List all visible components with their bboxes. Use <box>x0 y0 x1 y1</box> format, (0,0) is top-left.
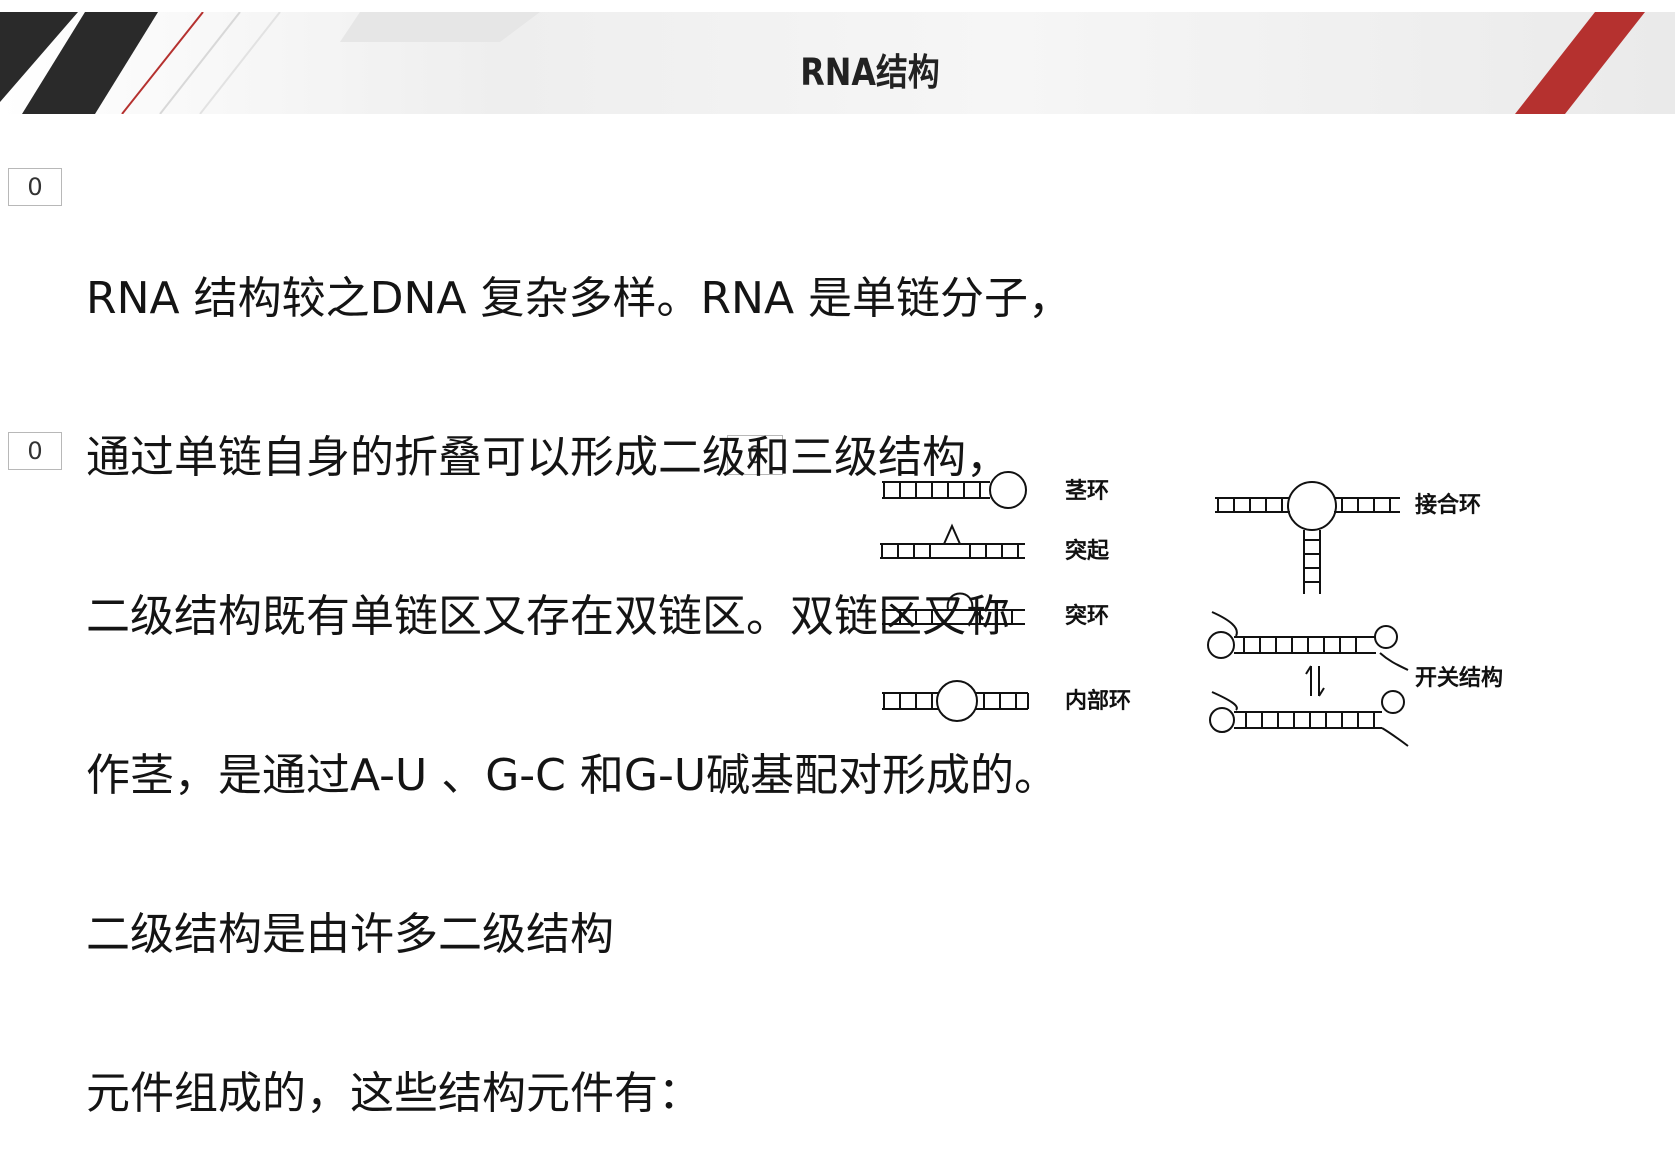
body-line: 二级结构既有单链区又存在双链区。双链区又称 <box>86 591 1010 642</box>
body-line: RNA 结构较之DNA 复杂多样。RNA 是单链分子， <box>86 273 1073 324</box>
slide-header: RNA结构 <box>0 12 1675 114</box>
internal-loop-shape <box>882 680 1029 722</box>
label-bulge-loop: 突环 <box>1065 603 1109 629</box>
marker-box[interactable]: 0 <box>8 432 62 470</box>
marker-box[interactable]: 0 <box>8 168 62 206</box>
body-line: 作茎，是通过A-U 、G-C 和G-U碱基配对形成的。 <box>86 750 1059 801</box>
label-bulge: 突起 <box>1065 538 1110 564</box>
label-stem-loop: 茎环 <box>1065 478 1109 504</box>
header-decoration <box>0 12 1645 114</box>
switch-structure-shape <box>1207 611 1409 747</box>
label-junction-loop: 接合环 <box>1415 492 1481 518</box>
marker-box[interactable]: 0 <box>727 435 783 475</box>
bulge-loop-shape <box>882 592 1025 625</box>
body-line: 元件组成的，这些结构元件有： <box>86 1068 702 1119</box>
label-switch-structure: 开关结构 <box>1415 665 1503 691</box>
label-internal-loop: 内部环 <box>1065 688 1131 714</box>
body-line: 通过单链自身的折叠可以形成二级和三级结构， <box>86 432 1010 483</box>
bulge-shape <box>880 523 1025 559</box>
body-line: 二级结构是由许多二级结构 <box>86 909 614 960</box>
junction-loop-shape <box>1215 481 1400 594</box>
rna-structure-diagram: 茎环 突起 突环 <box>880 471 1503 747</box>
stem-loop-shape <box>882 471 1027 509</box>
page-title: RNA结构 <box>800 51 940 94</box>
